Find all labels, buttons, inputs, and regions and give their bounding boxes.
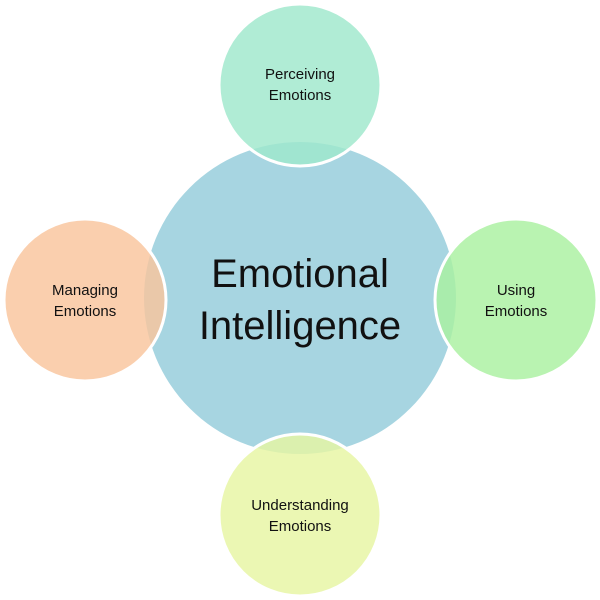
center-circle (144, 142, 456, 454)
node-using: Using Emotions (433, 217, 599, 383)
managing-circle (2, 217, 168, 383)
managing-label-line1: Managing (52, 282, 118, 299)
using-label-line1: Using (497, 282, 535, 299)
understanding-circle (217, 432, 383, 598)
using-label-line2: Emotions (485, 303, 548, 320)
center-title-line2: Intelligence (199, 304, 401, 348)
using-circle (433, 217, 599, 383)
perceiving-label-line1: Perceiving (265, 66, 335, 83)
node-managing: Managing Emotions (2, 217, 168, 383)
node-perceiving: Perceiving Emotions (217, 2, 383, 168)
understanding-label-line1: Understanding (251, 497, 349, 514)
perceiving-label-line2: Emotions (269, 87, 332, 104)
perceiving-circle (217, 2, 383, 168)
center-title-line1: Emotional (211, 252, 389, 296)
node-understanding: Understanding Emotions (217, 432, 383, 598)
managing-label-line2: Emotions (54, 303, 117, 320)
understanding-label-line2: Emotions (269, 518, 332, 535)
